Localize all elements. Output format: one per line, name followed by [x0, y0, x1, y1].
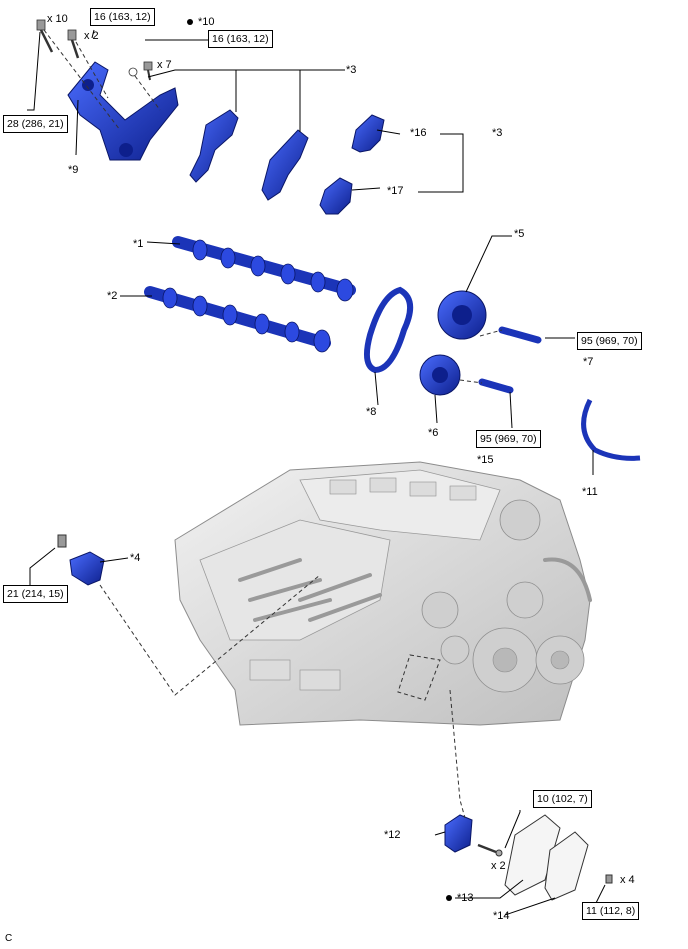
- figure-code: C: [5, 933, 13, 944]
- torque-box-bolt-7: 16 (163, 12): [208, 30, 273, 48]
- part-label-10-a: *10: [187, 16, 215, 29]
- gaskets: [504, 814, 589, 901]
- chain-tensioner-part: [57, 534, 105, 586]
- camshaft-2: [144, 286, 331, 353]
- torque-box-bolt-4: 21 (214, 15): [3, 585, 68, 603]
- part-label-15: *15: [477, 454, 494, 466]
- bullet-icon: [187, 19, 193, 26]
- quantity-label-x4: x 4: [620, 874, 635, 886]
- chain-guide: [581, 398, 641, 461]
- bottom-bolt: [605, 874, 613, 884]
- part-label-16: *16: [410, 127, 427, 139]
- leader-lines: [27, 29, 606, 916]
- gear-bolts: [478, 326, 542, 394]
- part-label-3-b: *3: [492, 127, 503, 139]
- part-label-12: *12: [384, 829, 401, 841]
- cam-timing-gear-5: [437, 290, 487, 340]
- part-label-5: *5: [514, 228, 525, 240]
- timing-chain: [363, 286, 413, 374]
- quantity-label-x10: x 10: [47, 13, 68, 25]
- camshaft-housing-part: [67, 61, 179, 161]
- quantity-label-x7: x 7: [157, 59, 172, 71]
- part-label-1: *1: [133, 238, 144, 250]
- part-label-11: *11: [582, 486, 598, 498]
- part-label-8: *8: [366, 406, 377, 418]
- camshaft-bearing-caps: [189, 109, 385, 215]
- dashed-guide-lines: [43, 29, 503, 819]
- torque-box-bolt-9: 28 (286, 21): [3, 115, 68, 133]
- part-label-10-a-text: *10: [198, 16, 215, 28]
- part-label-2: *2: [107, 290, 118, 302]
- engine-block: [174, 461, 592, 726]
- part-label-3-a: *3: [346, 64, 357, 76]
- part-label-9: *9: [68, 164, 79, 176]
- part-label-17: *17: [387, 185, 404, 197]
- bullet-icon: [446, 895, 452, 902]
- part-label-6: *6: [428, 427, 439, 439]
- torque-box-bolt-12: 10 (102, 7): [533, 790, 592, 808]
- part-label-4: *4: [130, 552, 141, 564]
- torque-box-gear-6: 95 (969, 70): [476, 430, 541, 448]
- part-label-7: *7: [583, 356, 594, 368]
- torque-box-bolt-14: 11 (112, 8): [582, 902, 640, 920]
- quantity-label-x2-bottom: x 2: [491, 860, 506, 872]
- quantity-label-x2-top: x 2: [84, 30, 99, 42]
- torque-box-bolt-2: 16 (163, 12): [90, 8, 155, 26]
- camshaft-1: [172, 236, 356, 302]
- cam-timing-gear-6: [419, 354, 461, 396]
- part-label-13: *13: [446, 892, 474, 905]
- torque-box-gear-5: 95 (969, 70): [577, 332, 642, 350]
- part-label-13-text: *13: [457, 892, 474, 904]
- bottom-bracket-part: [444, 814, 503, 857]
- bolt-group-top: [36, 19, 153, 81]
- part-label-14: *14: [493, 910, 510, 922]
